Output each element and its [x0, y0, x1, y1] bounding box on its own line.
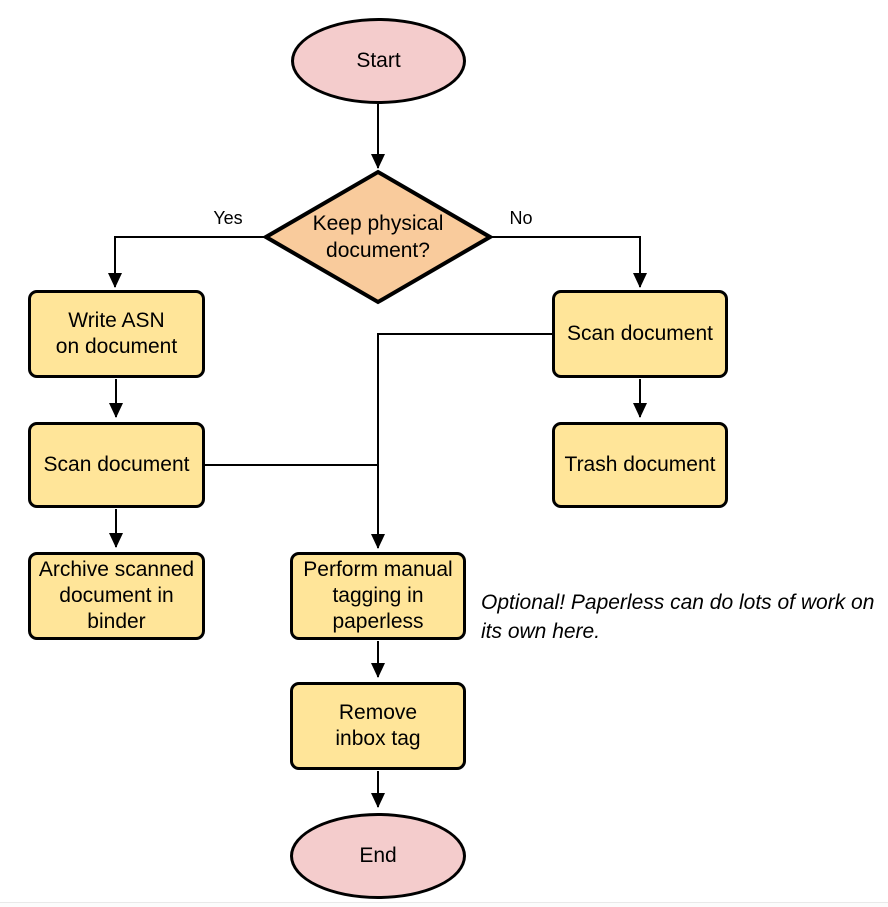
page-bottom-divider: [0, 902, 888, 907]
node-scan-document-right: Scan document: [552, 290, 728, 378]
node-archive-binder-label: Archive scanned document in binder: [38, 558, 195, 633]
edge-scan-right-to-tagging: [371, 333, 552, 549]
node-scan-document-left: Scan document: [28, 422, 205, 508]
node-trash-document: Trash document: [552, 422, 728, 508]
edge-label-yes: Yes: [213, 208, 243, 228]
node-decision-keep-physical: Keep physical document?: [263, 169, 493, 305]
diamond-shape: [263, 169, 493, 305]
node-write-asn: Write ASN on document: [28, 290, 205, 378]
node-start: Start: [291, 18, 466, 104]
node-decision-label: Keep physical document?: [312, 212, 444, 262]
node-manual-tagging-label: Perform manual tagging in paperless: [303, 558, 453, 633]
node-trash-document-label: Trash document: [564, 453, 716, 476]
node-archive-binder: Archive scanned document in binder: [28, 552, 205, 640]
edge-decision-to-write-asn: [108, 236, 265, 288]
node-end-label: End: [359, 844, 397, 867]
note-optional: Optional! Paperless can do lots of work …: [481, 591, 875, 643]
node-start-label: Start: [356, 49, 401, 72]
node-end: End: [290, 813, 466, 899]
edge-label-no: No: [509, 208, 533, 228]
node-scan-document-right-label: Scan document: [567, 322, 713, 345]
node-write-asn-label: Write ASN on document: [55, 309, 178, 358]
node-remove-inbox-tag-label: Remove inbox tag: [335, 701, 421, 750]
node-remove-inbox-tag: Remove inbox tag: [290, 682, 466, 770]
edge-decision-to-scan-right: [491, 236, 647, 288]
node-manual-tagging: Perform manual tagging in paperless: [290, 552, 466, 640]
node-scan-document-left-label: Scan document: [43, 453, 190, 476]
